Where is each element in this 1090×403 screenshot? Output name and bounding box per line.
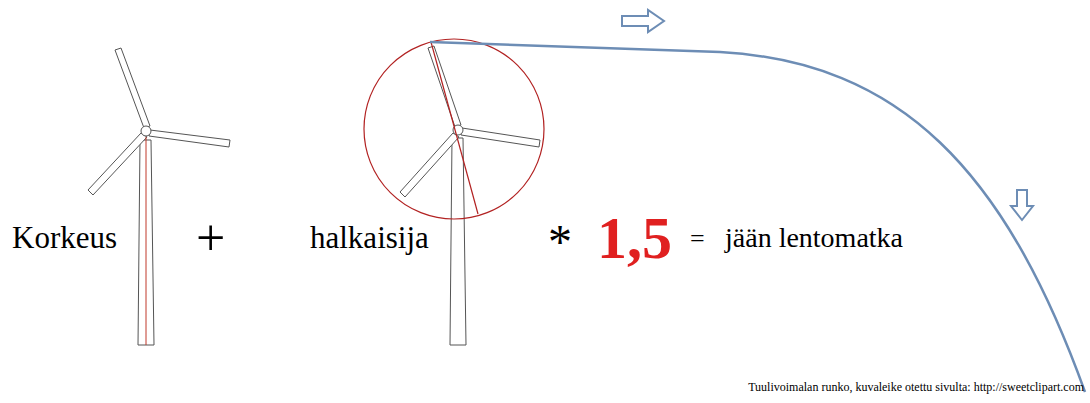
rotor-circle — [364, 39, 544, 219]
wind-turbine — [400, 46, 540, 345]
term-label: halkaisija — [310, 222, 429, 253]
credit-note: Tuulivoimalan runko, kuvaleike otettu si… — [748, 381, 1084, 393]
term-label: Korkeus — [12, 222, 117, 253]
direction-arrow — [622, 10, 664, 32]
wind-turbine — [88, 48, 230, 345]
trajectory-curve — [430, 42, 1085, 392]
result-label: jään lentomatka — [725, 224, 903, 252]
diameter-line — [431, 42, 478, 214]
direction-arrow — [1011, 190, 1033, 220]
operator-symbol: + — [196, 212, 225, 264]
operator-symbol: = — [690, 226, 705, 252]
operator-symbol: * — [548, 218, 572, 266]
factor-number: 1,5 — [597, 208, 672, 268]
height-line — [146, 137, 147, 345]
